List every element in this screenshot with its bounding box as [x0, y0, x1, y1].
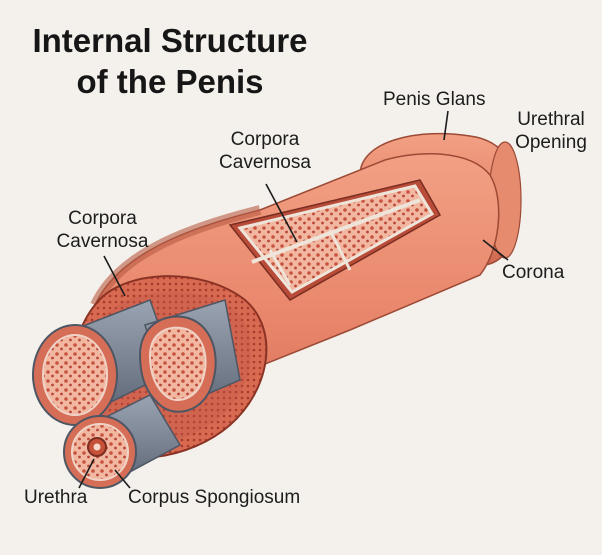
leader-penis-glans	[443, 110, 449, 141]
title-line-1: Internal Structure	[32, 22, 308, 59]
label-urethral-opening: Urethral Opening	[505, 108, 597, 154]
label-corpora-cavernosa-top-line-2: Cavernosa	[219, 152, 311, 173]
leader-corpus-spongiosum	[114, 469, 131, 489]
label-urethral-opening-line-1: Urethral	[517, 109, 585, 130]
right-cavernosum-tube	[138, 299, 241, 413]
label-corpora-cavernosa-left-line-2: Cavernosa	[56, 231, 149, 252]
cut-window	[228, 179, 442, 301]
label-urethra: Urethra	[24, 487, 88, 508]
title-line-2: of the Penis	[76, 63, 264, 100]
label-corpus-spongiosum: Corpus Spongiosum	[128, 487, 301, 508]
leader-corpora-cavernosa-top	[265, 183, 298, 243]
leader-lines	[78, 110, 509, 489]
label-corpora-cavernosa-top: Corpora Cavernosa	[200, 128, 330, 174]
leader-urethra	[78, 458, 95, 489]
label-corpora-cavernosa-left: Corpora Cavernosa	[40, 207, 165, 253]
leader-corona	[482, 239, 509, 261]
label-penis-glans: Penis Glans	[383, 89, 486, 110]
spongiosum-tube	[63, 394, 182, 489]
label-corpora-cavernosa-left-line-1: Corpora	[68, 208, 137, 229]
label-corpora-cavernosa-top-line-1: Corpora	[230, 129, 300, 150]
label-urethral-opening-line-2: Opening	[515, 132, 587, 153]
leader-corpora-cavernosa-left	[103, 255, 126, 297]
page-title: Internal Structure of the Penis	[0, 20, 340, 102]
label-corona: Corona	[502, 262, 565, 283]
